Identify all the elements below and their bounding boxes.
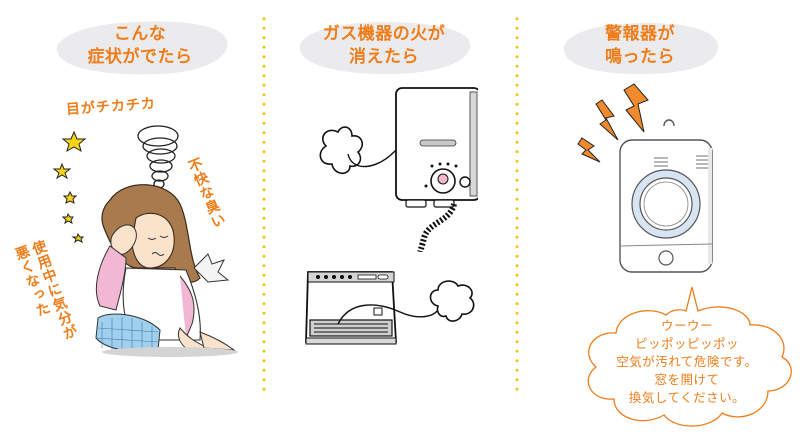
speech-bubble-shape <box>587 286 792 427</box>
speech-bubble-text: ウーウー ピッポッピッポッ 空気が汚れて危険です。 窓を開けて 換気してください… <box>572 317 800 407</box>
gas-water-heater-illustration <box>319 87 478 252</box>
heading-blob-shape <box>56 21 228 75</box>
dotted-divider <box>262 14 266 392</box>
heading-line-1: 警報器が <box>605 24 675 44</box>
heading-line-2: 鳴ったら <box>605 47 675 67</box>
alarm-speech-bubble: ウーウー ピッポッピッポッ 空気が汚れて危険です。 窓を開けて 換気してください… <box>572 283 800 433</box>
star-icon <box>52 130 87 244</box>
panel-flame-out: ガス機器の火が 消えたら <box>268 0 516 439</box>
symptom-label-eyes: 目がチカチカ <box>65 95 157 119</box>
alarm-heading: 警報器が 鳴ったら <box>560 14 720 78</box>
heading-line-2: 症状がでたら <box>87 47 193 67</box>
alarm-button-icon <box>658 250 674 266</box>
speech-line: 窓を開けて <box>654 372 720 387</box>
heading-blob-shape <box>299 22 471 74</box>
speech-line: ウーウー <box>660 318 713 333</box>
panel-symptoms: こんな 症状がでたら 目がチカチカ 不快な臭い 使用中に気分が 悪くなった <box>0 0 262 439</box>
panel-alarm: 警報器が 鳴ったら ウーウー ピッポッピッポッ 空気が汚れて危険です。 窓を開け… <box>520 0 800 439</box>
fan-heater-illustration <box>305 271 475 345</box>
speech-line: 空気が汚れて危険です。 <box>616 354 758 369</box>
dizzy-swirl-icon <box>137 125 179 194</box>
alarm-zigzag-icon <box>577 83 649 163</box>
symptoms-heading: こんな 症状がでたら <box>50 14 230 78</box>
heading-line-2: 消えたら <box>349 47 419 67</box>
gas-alarm-illustration <box>577 83 713 273</box>
heading-blob-shape <box>563 22 718 74</box>
heading-line-1: こんな <box>113 24 167 44</box>
speech-line: 換気してください。 <box>628 390 746 405</box>
heading-line-1: ガス機器の火が <box>322 24 446 44</box>
speech-line: ピッポッピッポッ <box>634 336 739 351</box>
dotted-divider <box>515 14 519 392</box>
flame-out-heading: ガス機器の火が 消えたら <box>294 14 474 78</box>
smoke-cloud-icon <box>319 126 364 175</box>
smoke-cloud-icon <box>429 280 475 322</box>
dizzy-woman-illustration <box>52 125 238 357</box>
